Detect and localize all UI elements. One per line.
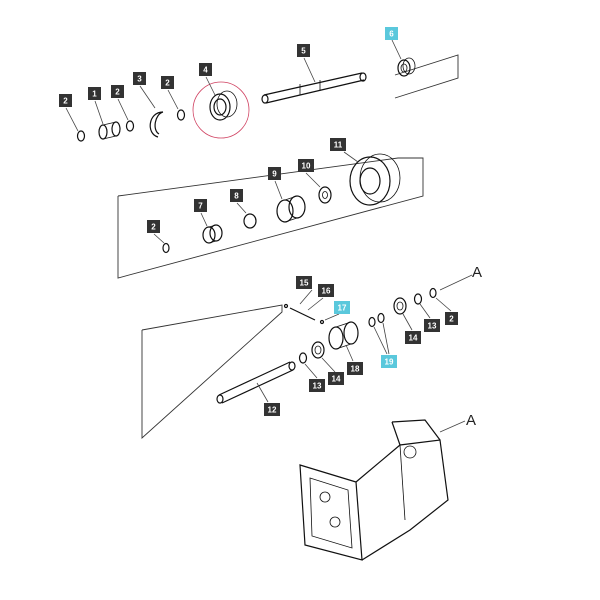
svg-text:5: 5: [301, 47, 306, 56]
label-2c: 2: [161, 76, 174, 89]
bearing-14b: [393, 297, 407, 315]
label-2d: 2: [147, 220, 160, 233]
svg-text:2: 2: [449, 315, 454, 324]
svg-text:2: 2: [151, 223, 156, 232]
svg-text:11: 11: [334, 141, 343, 150]
ref-letter-lower: A: [466, 412, 476, 429]
group-plate-middle: [117, 157, 424, 279]
svg-text:19: 19: [385, 358, 394, 367]
label-7: 7: [194, 199, 207, 212]
bushing-1: [98, 121, 121, 140]
label-2e: 2: [445, 312, 458, 325]
ref-letter-upper: A: [472, 264, 482, 281]
hub-11: [349, 153, 401, 206]
o-ring-2e: [429, 287, 437, 299]
svg-text:18: 18: [351, 365, 360, 374]
svg-text:16: 16: [322, 287, 331, 296]
svg-text:3: 3: [137, 75, 142, 84]
label-14b: 14: [405, 331, 421, 344]
label-2b: 2: [111, 85, 124, 98]
label-14a: 14: [328, 372, 344, 385]
o-rings-19: [368, 312, 385, 328]
o-ring-2d: [162, 242, 170, 254]
label-16: 16: [318, 284, 334, 297]
o-ring-13b: [413, 293, 423, 305]
svg-text:2: 2: [115, 88, 120, 97]
label-15: 15: [296, 276, 312, 289]
label-19: 19: [381, 355, 397, 368]
leader-lines: [65, 39, 452, 403]
o-ring-13a: [298, 352, 308, 364]
svg-text:2: 2: [165, 79, 170, 88]
ref-line-upper: [439, 274, 473, 291]
shaft-5: [261, 72, 367, 104]
gear-7: [202, 224, 223, 244]
callout-circle: [192, 81, 250, 139]
shaft-12: [216, 361, 296, 404]
label-2a: 2: [59, 94, 72, 107]
label-8: 8: [230, 189, 243, 202]
label-10: 10: [298, 159, 314, 172]
label-3: 3: [133, 72, 146, 85]
svg-text:8: 8: [234, 192, 239, 201]
svg-text:14: 14: [332, 375, 341, 384]
sleeve-18: [328, 321, 359, 350]
svg-text:15: 15: [300, 279, 309, 288]
label-18: 18: [347, 362, 363, 375]
o-ring-2c: [176, 109, 186, 121]
bearing-4: [192, 81, 250, 139]
label-13b: 13: [424, 319, 440, 332]
label-17: 17: [334, 301, 350, 314]
group-plate-lower: [141, 304, 283, 440]
washer-10: [318, 186, 332, 204]
gear-9: [276, 195, 306, 223]
svg-text:10: 10: [302, 162, 311, 171]
label-9: 9: [268, 167, 281, 180]
svg-text:13: 13: [313, 382, 322, 391]
label-13a: 13: [309, 379, 325, 392]
pin-15-16: [283, 303, 316, 321]
svg-text:14: 14: [409, 334, 418, 343]
ring-8: [243, 213, 257, 229]
label-1: 1: [88, 87, 101, 100]
svg-text:12: 12: [268, 406, 277, 415]
snap-ring-3: [149, 111, 164, 138]
bearing-14a: [311, 341, 325, 359]
svg-text:13: 13: [428, 322, 437, 331]
label-4: 4: [199, 63, 212, 76]
svg-text:6: 6: [389, 30, 394, 39]
bearing-6: [397, 57, 416, 77]
svg-text:9: 9: [272, 170, 277, 179]
svg-text:7: 7: [198, 202, 203, 211]
o-ring-2a: [76, 130, 86, 142]
label-12: 12: [264, 403, 280, 416]
group-plate-top: [394, 54, 459, 99]
o-ring-2b: [125, 120, 135, 132]
svg-text:2: 2: [63, 97, 68, 106]
label-6: 6: [385, 27, 398, 40]
label-11: 11: [330, 138, 346, 151]
transmission-housing: [299, 419, 449, 561]
svg-text:17: 17: [338, 304, 347, 313]
svg-text:4: 4: [203, 66, 208, 75]
label-5: 5: [297, 44, 310, 57]
ref-line-lower: [439, 420, 466, 433]
dot-17: [319, 319, 325, 325]
svg-text:1: 1: [92, 90, 97, 99]
